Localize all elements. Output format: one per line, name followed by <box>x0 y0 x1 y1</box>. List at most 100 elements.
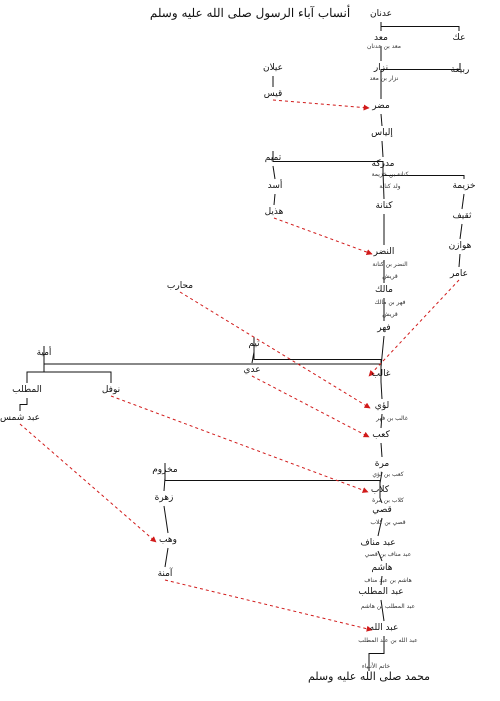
node-maad: معد <box>374 33 388 43</box>
node-amina: آمنة <box>158 567 173 579</box>
tree-edge-zuhra-wahb <box>163 505 169 534</box>
tree-edge-hawazin-amir <box>458 253 461 268</box>
node-makhzum: مخزوم <box>152 465 178 475</box>
annotation-n-kilab: كلاب بن مرة <box>372 497 404 504</box>
node-luayy: لؤي <box>375 401 389 411</box>
node-hawazin: هوازن <box>449 241 472 251</box>
tree-edge-adnan-akk <box>380 22 460 31</box>
node-hashim: هاشم <box>371 563 392 573</box>
node-wahb: وهب <box>159 535 177 545</box>
node-abdullah: عبد الله <box>370 623 399 633</box>
tree-edge-mudrika-kinana <box>382 171 385 200</box>
tree-edge-abdulmuttalib-abdullah <box>380 599 385 622</box>
lineage-arrow-muharib-luayy <box>179 291 371 409</box>
tree-edge-wahb-amina <box>164 547 169 568</box>
node-prophet: محمد صلى الله عليه وسلم <box>308 670 430 683</box>
node-khuzayma: خزيمة <box>452 181 475 191</box>
node-hudhayl: هذيل <box>265 207 284 217</box>
annotation-n-nadr1: النضر بن كنانة <box>372 261 408 268</box>
tree-edge-tamim-asad <box>272 165 276 180</box>
node-muharib: محارب <box>167 281 193 291</box>
tree-edge-thaqif-hawazin <box>459 223 463 240</box>
node-rabia: ربيعة <box>451 65 470 75</box>
annotation-n-kinana2: ولد كنانة <box>379 183 400 190</box>
lineage-arrow-amir-ghalib <box>368 279 460 377</box>
lineage-arrow-qays-mudar <box>272 99 370 111</box>
node-mudrika: مدركة <box>371 159 394 169</box>
annotation-n-nizar: نزار بن معد <box>370 75 399 82</box>
node-adnan: عدنان <box>370 9 392 19</box>
annotation-n-hashim: هاشم بن عبد مناف <box>364 577 412 584</box>
annotation-n-end: خاتم الأنبياء <box>362 662 390 670</box>
tree-edge-muttalib-abdshams <box>19 398 28 411</box>
node-kinana: كنانة <box>375 201 393 211</box>
tree-edge-abdmanaf-hashim <box>377 550 383 562</box>
tree-edge-ilyas-mudrika <box>381 140 384 158</box>
tree-edge-asad-hudhayl <box>273 193 276 206</box>
annotation-n-ghalib: غالب بن فهر <box>375 415 408 422</box>
node-aylan: عيلان <box>263 63 283 73</box>
annotation-n-qusayy: قصي بن كلاب <box>370 519 405 526</box>
diagram-title: أنساب آباء الرسول صلى الله عليه وسلم <box>149 6 351 20</box>
tree-edge-luayy-kab <box>380 413 383 429</box>
node-zuhra: زهرة <box>155 493 174 503</box>
node-nawfal: نوفل <box>102 385 120 395</box>
tree-edge-mudrika-khuzayma <box>382 172 465 179</box>
tree-edge-mudrika-tamim <box>272 151 384 172</box>
node-murra: مرة <box>375 459 390 469</box>
tree-edge-taym-adi <box>251 351 255 364</box>
lineage-arrow-hudhayl-nadr <box>273 217 373 255</box>
node-abdshams: عبد شمس <box>0 413 40 423</box>
annotation-n-abdullah: عبد الله بن عبد المطلب <box>358 637 417 644</box>
tree-edge-ghalib-umayya <box>43 346 382 382</box>
tree-edge-ghalib-taym <box>253 337 382 382</box>
node-tamim: تميم <box>265 153 282 163</box>
node-muttalib: المطلب <box>12 385 42 395</box>
annotation-n-kinana1: كنانة بن خزيمة <box>372 171 409 178</box>
node-ghalib: غالب <box>371 369 390 379</box>
annotation-n-fihr2: قريش <box>382 311 398 318</box>
tree-edge-makhzum-zuhra <box>163 477 166 492</box>
node-asad: أسد <box>268 179 283 191</box>
lineage-arrow-adi-kab <box>251 375 370 438</box>
tree-edge-nizar-rabia <box>380 63 461 76</box>
annotation-n-abdmanaf: عبد مناف بن قصي <box>365 551 412 558</box>
node-fihr: فهر <box>376 323 390 333</box>
tree-edge-hashim-abdulmuttalib <box>380 575 383 586</box>
node-abdmanaf: عبد مناف <box>360 538 395 548</box>
lineage-arrow-nawfal-kilab <box>110 395 369 493</box>
tree-edge-ghalib-luayy <box>380 381 383 400</box>
annotation-n-maad: معد بن عدنان <box>367 43 401 50</box>
node-thaqif: ثقيف <box>452 211 472 221</box>
node-amir: عامر <box>449 269 468 279</box>
tree-edge-umayya-nawfal <box>43 361 112 383</box>
node-qays: قيس <box>264 89 283 99</box>
node-kab: كعب <box>372 430 390 440</box>
node-adi: عدي <box>243 365 260 375</box>
node-abdulmuttalib: عبد المطلب <box>358 587 403 597</box>
tree-edge-qusayy-abdmanaf <box>377 517 383 537</box>
node-qusayy: قصي <box>372 505 392 515</box>
node-mudar: مضر <box>371 101 390 111</box>
annotation-n-abdulmuttalib: عبد المطلب بن هاشم <box>361 603 415 610</box>
annotation-n-nadr2: قريش <box>382 273 398 280</box>
tree-edge-abdullah-prophet <box>368 636 385 671</box>
tree-edge-umayya-muttalib <box>26 361 45 383</box>
tree-edge-kilab-qusayy <box>379 497 383 504</box>
lineage-arrow-amina-abdullah <box>164 579 373 632</box>
node-malik: مالك <box>375 285 393 295</box>
tree-edge-khuzayma-thaqif <box>461 193 465 210</box>
node-nadr: النضر <box>373 247 395 257</box>
node-taym: تيم <box>248 339 260 349</box>
lineage-arrow-abdshams-wahb <box>19 423 157 543</box>
node-ilyas: إلياس <box>371 128 393 138</box>
annotation-n-kab: كعب بن لؤي <box>372 471 403 478</box>
tree-edge-kilab-makhzum <box>164 463 381 498</box>
annotation-n-fihr1: فهر بن مالك <box>375 299 406 306</box>
node-umayya: أمية <box>37 346 52 358</box>
node-kilab: كلاب <box>371 485 390 495</box>
tree-edge-kab-murra <box>380 442 383 458</box>
tree-edge-mudar-ilyas <box>380 113 383 127</box>
